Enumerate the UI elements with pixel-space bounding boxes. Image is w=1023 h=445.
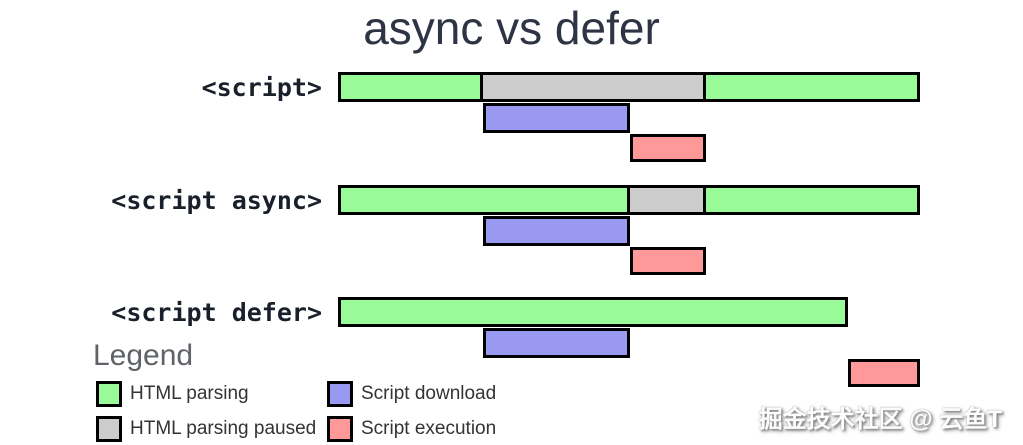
row-label: <script defer> [111, 298, 322, 327]
bar-script-execution [630, 134, 706, 162]
bar-html-parsing [703, 185, 920, 215]
legend-label: Script execution [361, 417, 497, 439]
legend-item-script-execution: Script execution [327, 415, 497, 442]
legend-label: Script download [361, 382, 497, 404]
watermark: 掘金技术社区 @ 云鱼T [758, 406, 1002, 433]
legend-swatch-html-parsing-paused [96, 415, 122, 442]
bar-script-execution [630, 247, 706, 275]
bar-script-download [483, 103, 630, 133]
legend-label: HTML parsing [130, 382, 249, 404]
diagram-title: async vs defer [363, 2, 660, 54]
timeline-row: <script defer> [0, 297, 1023, 389]
bar-script-download [483, 216, 630, 246]
timeline-row: <script async> [0, 185, 1023, 277]
legend-title: Legend [93, 339, 194, 372]
legend-label: HTML parsing paused [130, 417, 317, 439]
bar-script-execution [848, 359, 920, 387]
bar-html-parsing-paused [627, 185, 706, 215]
row-label: <script> [201, 73, 322, 102]
bar-html-parsing [338, 72, 483, 102]
legend-item-script-download: Script download [327, 380, 497, 407]
timeline-row: <script> [0, 72, 1023, 164]
bar-html-parsing [338, 297, 848, 327]
legend-swatch-html-parsing [96, 380, 122, 407]
bar-html-parsing-paused [480, 72, 706, 102]
legend-swatch-script-execution [327, 415, 353, 442]
row-label: <script async> [111, 186, 322, 215]
legend-item-html-parsing-paused: HTML parsing paused [96, 415, 327, 442]
bar-html-parsing [338, 185, 630, 215]
bar-html-parsing [703, 72, 920, 102]
bar-script-download [483, 328, 630, 358]
legend-item-html-parsing: HTML parsing [96, 380, 327, 407]
legend-swatch-script-download [327, 380, 353, 407]
